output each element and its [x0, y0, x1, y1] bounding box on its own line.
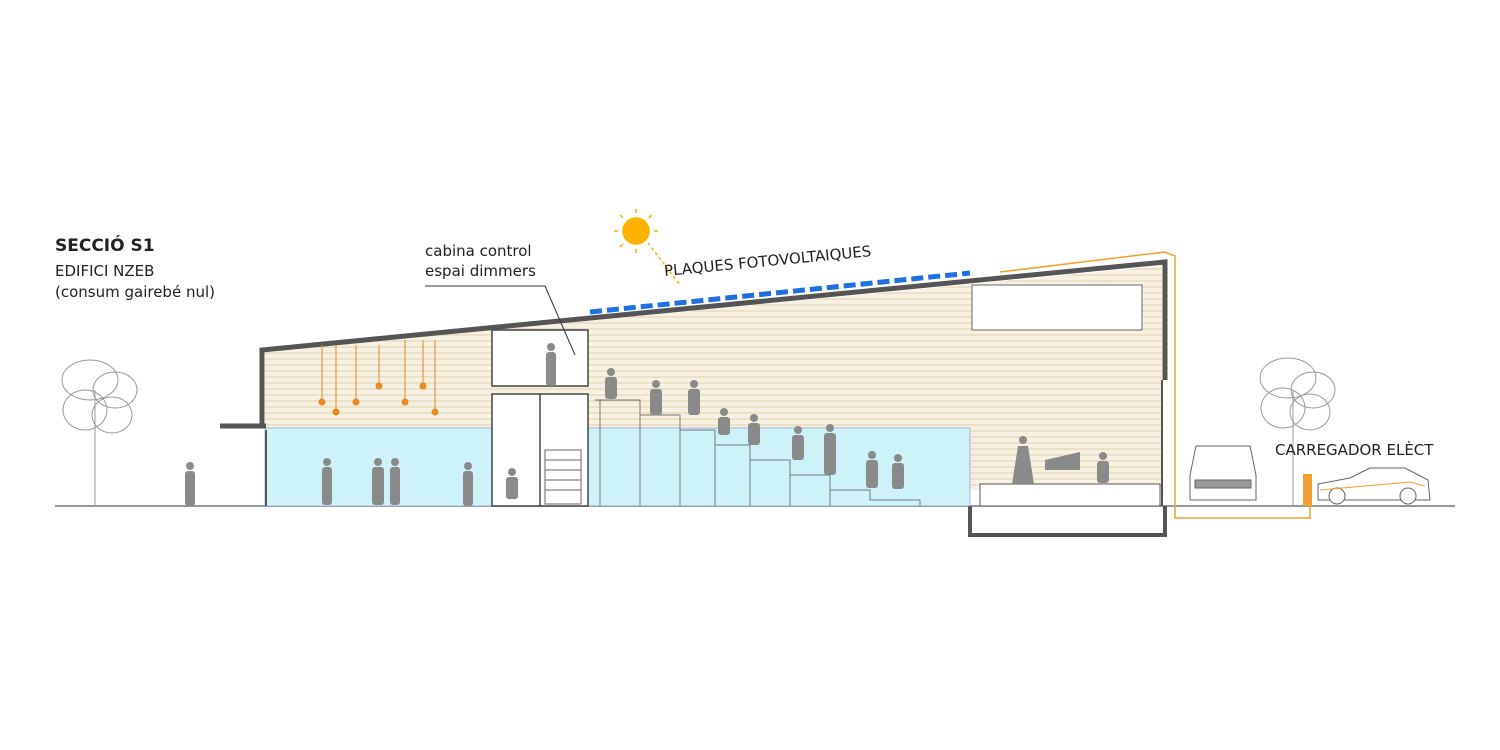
car-front	[1189, 445, 1257, 501]
power-cable	[999, 251, 1311, 519]
tiered-seating	[595, 399, 921, 506]
callout-booth-line1: cabina control	[425, 242, 532, 260]
callout-leader	[425, 285, 576, 356]
charger-label: CARREGADOR ELÈCT	[1275, 441, 1434, 459]
building-type: EDIFICI NZEB	[55, 262, 155, 280]
sun-icon	[614, 209, 681, 286]
building-note: (consum gairebé nul)	[55, 283, 215, 301]
solar-panels	[589, 270, 971, 315]
ev-charger	[1303, 474, 1312, 506]
tree-right	[1259, 357, 1336, 506]
clerestory-window	[971, 284, 1143, 331]
control-booth	[491, 329, 589, 387]
seating-rack	[544, 449, 582, 505]
orchestra-pit	[968, 506, 1167, 537]
callout-booth-line2: espai dimmers	[425, 262, 536, 280]
stage-platform	[979, 483, 1161, 507]
glazing	[264, 427, 971, 507]
car-side	[1317, 467, 1431, 505]
section-title: SECCIÓ S1	[55, 236, 155, 256]
wall-fill	[265, 266, 1162, 490]
tree-left	[61, 359, 138, 506]
roof	[259, 259, 1168, 425]
people-silhouettes	[185, 343, 1109, 506]
pendant-lights	[318, 340, 439, 416]
